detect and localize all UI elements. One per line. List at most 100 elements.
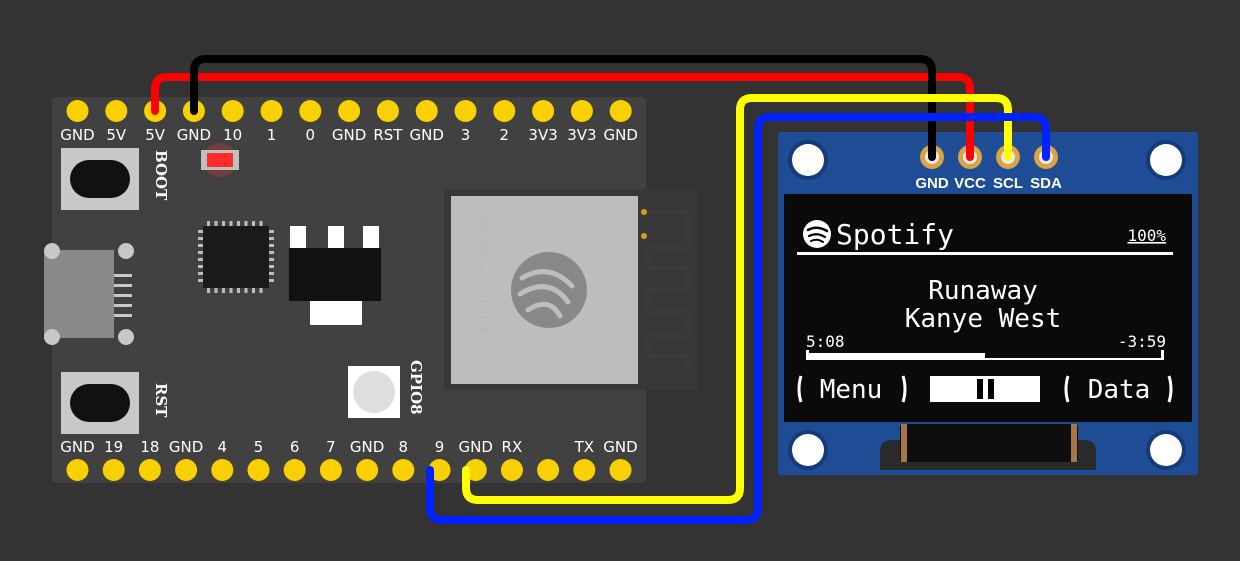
top-pin — [299, 100, 322, 122]
top-pin — [376, 100, 399, 122]
bottom-pin-label: 7 — [326, 438, 336, 456]
bottom-pin-label: GND — [458, 438, 492, 456]
top-pin — [105, 100, 128, 122]
battery-level: 100% — [1127, 226, 1166, 245]
pause-button[interactable] — [930, 376, 1040, 402]
bottom-pin — [356, 459, 379, 481]
bottom-pin — [247, 459, 270, 481]
top-pin-label: 5V — [106, 126, 127, 144]
bottom-pin-label: 19 — [104, 438, 123, 456]
power-led — [201, 143, 239, 177]
progress-fill — [809, 353, 985, 360]
top-pin-label: GND — [409, 126, 443, 144]
menu-button[interactable]: Menu — [797, 375, 907, 405]
oled-pin-label: VCC — [954, 175, 986, 192]
top-pin — [570, 100, 593, 122]
bottom-pin — [175, 459, 198, 481]
top-pin — [66, 100, 89, 122]
bottom-pin — [102, 459, 125, 481]
oled-pin-label: SDA — [1030, 175, 1062, 192]
bottom-pin — [138, 459, 161, 481]
boot-button[interactable] — [61, 148, 139, 210]
oled-screen: Spotify 100% Runaway Kanye West 5:08 -3:… — [797, 218, 1173, 405]
bottom-pin-label: GND — [350, 438, 384, 456]
top-pin — [609, 100, 632, 122]
wire-gnd-black — [190, 55, 936, 161]
top-pin-label: 0 — [306, 126, 316, 144]
top-pin — [532, 100, 555, 122]
bottom-pin — [283, 459, 306, 481]
oled-module: GND VCC SCL SDA Spotify 100% Runaway Kanye … — [778, 132, 1198, 475]
top-pin-label: 5V — [145, 126, 166, 144]
module-label: ESP32-C3-MINI-1 — [476, 208, 494, 334]
bottom-pin-label: RX — [502, 438, 523, 456]
bottom-pin-label: 5 — [254, 438, 264, 456]
bottom-pin-label: TX — [574, 438, 594, 456]
bottom-pin-label: 9 — [435, 438, 445, 456]
bottom-pin-label: 18 — [140, 438, 159, 456]
bottom-pin — [66, 459, 89, 481]
bottom-pin — [464, 459, 487, 481]
bottom-pin — [500, 459, 523, 481]
bottom-pin — [392, 459, 415, 481]
bottom-pin-header: GND 19 18 GND 4 5 6 7 GND 8 9 GND RX TX GND — [60, 438, 638, 481]
header-divider — [797, 252, 1173, 255]
top-pin-label: 1 — [267, 126, 277, 144]
gpio8-label: GPIO8 — [407, 360, 425, 415]
spotify-icon — [803, 220, 831, 248]
top-pin-label: 3 — [461, 126, 471, 144]
top-pin-label: 10 — [223, 126, 242, 144]
bottom-pin — [609, 459, 632, 481]
bottom-pin-label: GND — [169, 438, 203, 456]
oled-pin-label: GND — [915, 175, 949, 192]
rgb-led — [348, 366, 400, 418]
wire-sda-blue — [426, 113, 1050, 524]
top-pin-label: 3V3 — [567, 126, 596, 144]
top-pin-label: 3V3 — [528, 126, 557, 144]
bottom-pin — [211, 459, 234, 481]
track-title: Runaway — [928, 276, 1038, 306]
top-pin — [454, 100, 477, 122]
track-artist: Kanye West — [905, 304, 1062, 334]
usb-serial-chip — [198, 221, 274, 293]
bottom-pin-label: 6 — [290, 438, 300, 456]
top-pin — [415, 100, 438, 122]
rst-label: RST — [152, 383, 170, 418]
top-pin — [221, 100, 244, 122]
wire-vcc-red — [151, 73, 974, 161]
data-button[interactable]: Data — [1064, 375, 1173, 405]
data-button-label: Data — [1088, 375, 1151, 405]
usb-connector — [44, 243, 134, 345]
bottom-pin — [573, 459, 596, 481]
top-pin — [493, 100, 516, 122]
top-pin-label: GND — [332, 126, 366, 144]
top-pin — [338, 100, 361, 122]
menu-button-label: Menu — [820, 375, 883, 405]
oled-pin-label: SCL — [993, 175, 1023, 192]
voltage-regulator — [289, 226, 381, 325]
bottom-pin-label: GND — [603, 438, 637, 456]
remaining-time: -3:59 — [1118, 332, 1166, 351]
bottom-pin-label: 4 — [218, 438, 228, 456]
top-pin-label: GND — [603, 126, 637, 144]
top-pin-label: GND — [177, 126, 211, 144]
bottom-pin — [537, 459, 560, 481]
wires — [151, 55, 1050, 524]
wire-scl-yellow — [462, 94, 1012, 504]
esp32-module: ESP32-C3-MINI-1 — [444, 189, 698, 390]
progress-bar — [806, 350, 1164, 360]
bottom-pin-label: 8 — [399, 438, 409, 456]
top-pin — [260, 100, 283, 122]
bottom-pin-label: GND — [60, 438, 94, 456]
pause-icon — [977, 379, 983, 399]
top-pin-label: 2 — [500, 126, 510, 144]
elapsed-time: 5:08 — [806, 332, 845, 351]
espressif-logo-icon — [511, 252, 587, 328]
bottom-pin — [319, 459, 342, 481]
boot-label: BOOT — [152, 150, 170, 201]
rst-button[interactable] — [61, 372, 139, 434]
